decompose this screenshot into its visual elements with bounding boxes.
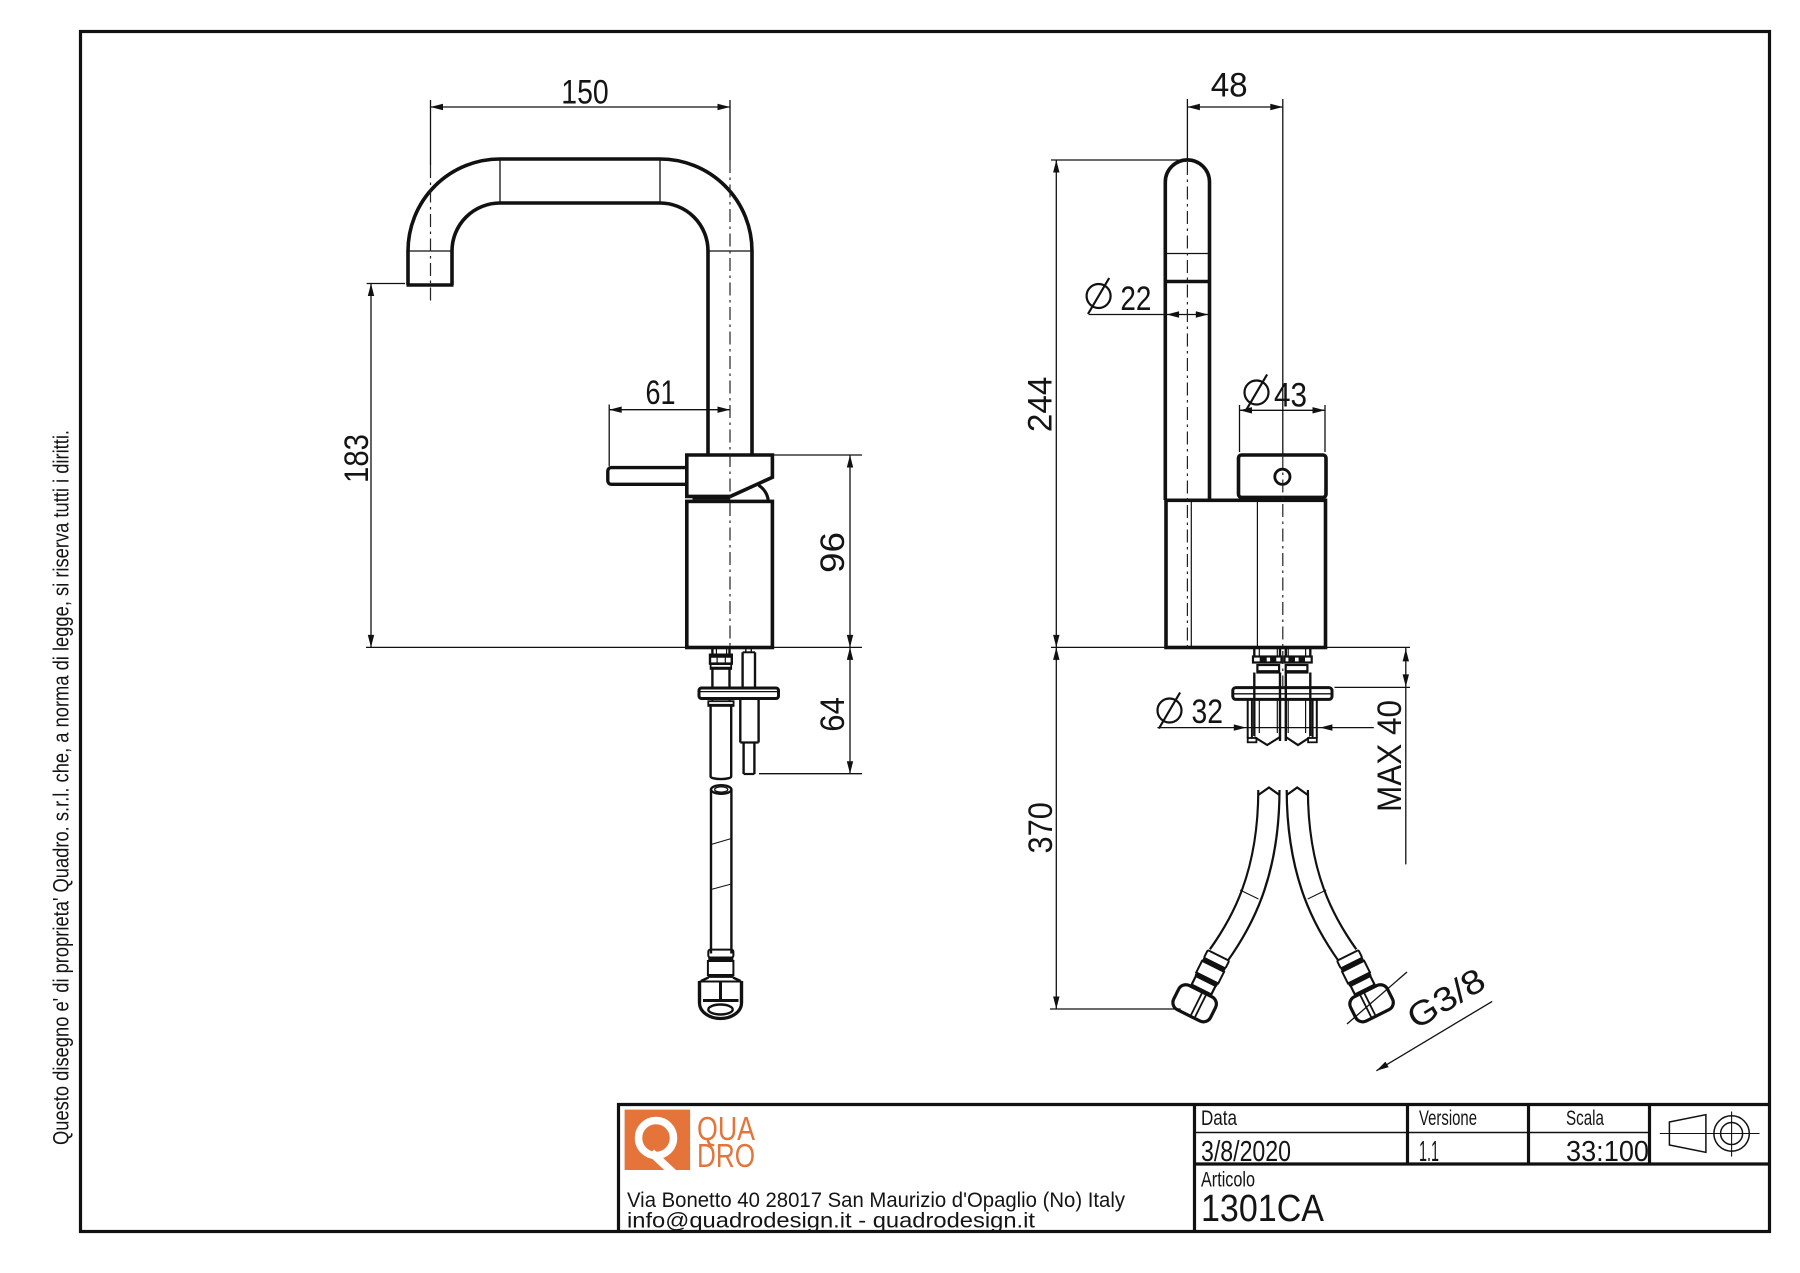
svg-text:Versione: Versione	[1419, 1107, 1477, 1130]
svg-text:Articolo: Articolo	[1201, 1169, 1255, 1192]
svg-text:info@quadrodesign.it - quadr: info@quadrodesign.it - quadrodesign.it	[627, 1210, 1035, 1233]
svg-text:244: 244	[1022, 377, 1060, 432]
svg-text:183: 183	[338, 434, 376, 483]
svg-text:Data: Data	[1201, 1107, 1237, 1130]
svg-text:QUA: QUA	[697, 1110, 755, 1147]
svg-text:64: 64	[814, 697, 852, 732]
svg-text:150: 150	[561, 73, 608, 111]
svg-text:1301CA: 1301CA	[1201, 1188, 1325, 1230]
svg-text:Via Bonetto 40 28017 San Maur: Via Bonetto 40 28017 San Maurizio d'Opag…	[627, 1189, 1125, 1212]
svg-text:370: 370	[1022, 802, 1060, 853]
svg-text:61: 61	[646, 374, 676, 412]
svg-text:Scala: Scala	[1566, 1107, 1604, 1130]
svg-text:3/8/2020: 3/8/2020	[1201, 1136, 1291, 1168]
svg-text:DRO: DRO	[697, 1137, 755, 1174]
svg-text:96: 96	[814, 532, 852, 573]
svg-text:1.1: 1.1	[1419, 1136, 1439, 1168]
svg-text:G3/8: G3/8	[1401, 961, 1493, 1037]
svg-text:22: 22	[1120, 280, 1151, 318]
svg-text:32: 32	[1192, 693, 1224, 731]
svg-text:33:100: 33:100	[1566, 1136, 1649, 1168]
svg-text:48: 48	[1211, 67, 1248, 105]
svg-text:MAX 40: MAX 40	[1371, 700, 1409, 812]
svg-text:43: 43	[1274, 377, 1307, 415]
svg-text:Questo disegno e' di proprieta: Questo disegno e' di proprieta' Quadro. …	[49, 430, 74, 1145]
